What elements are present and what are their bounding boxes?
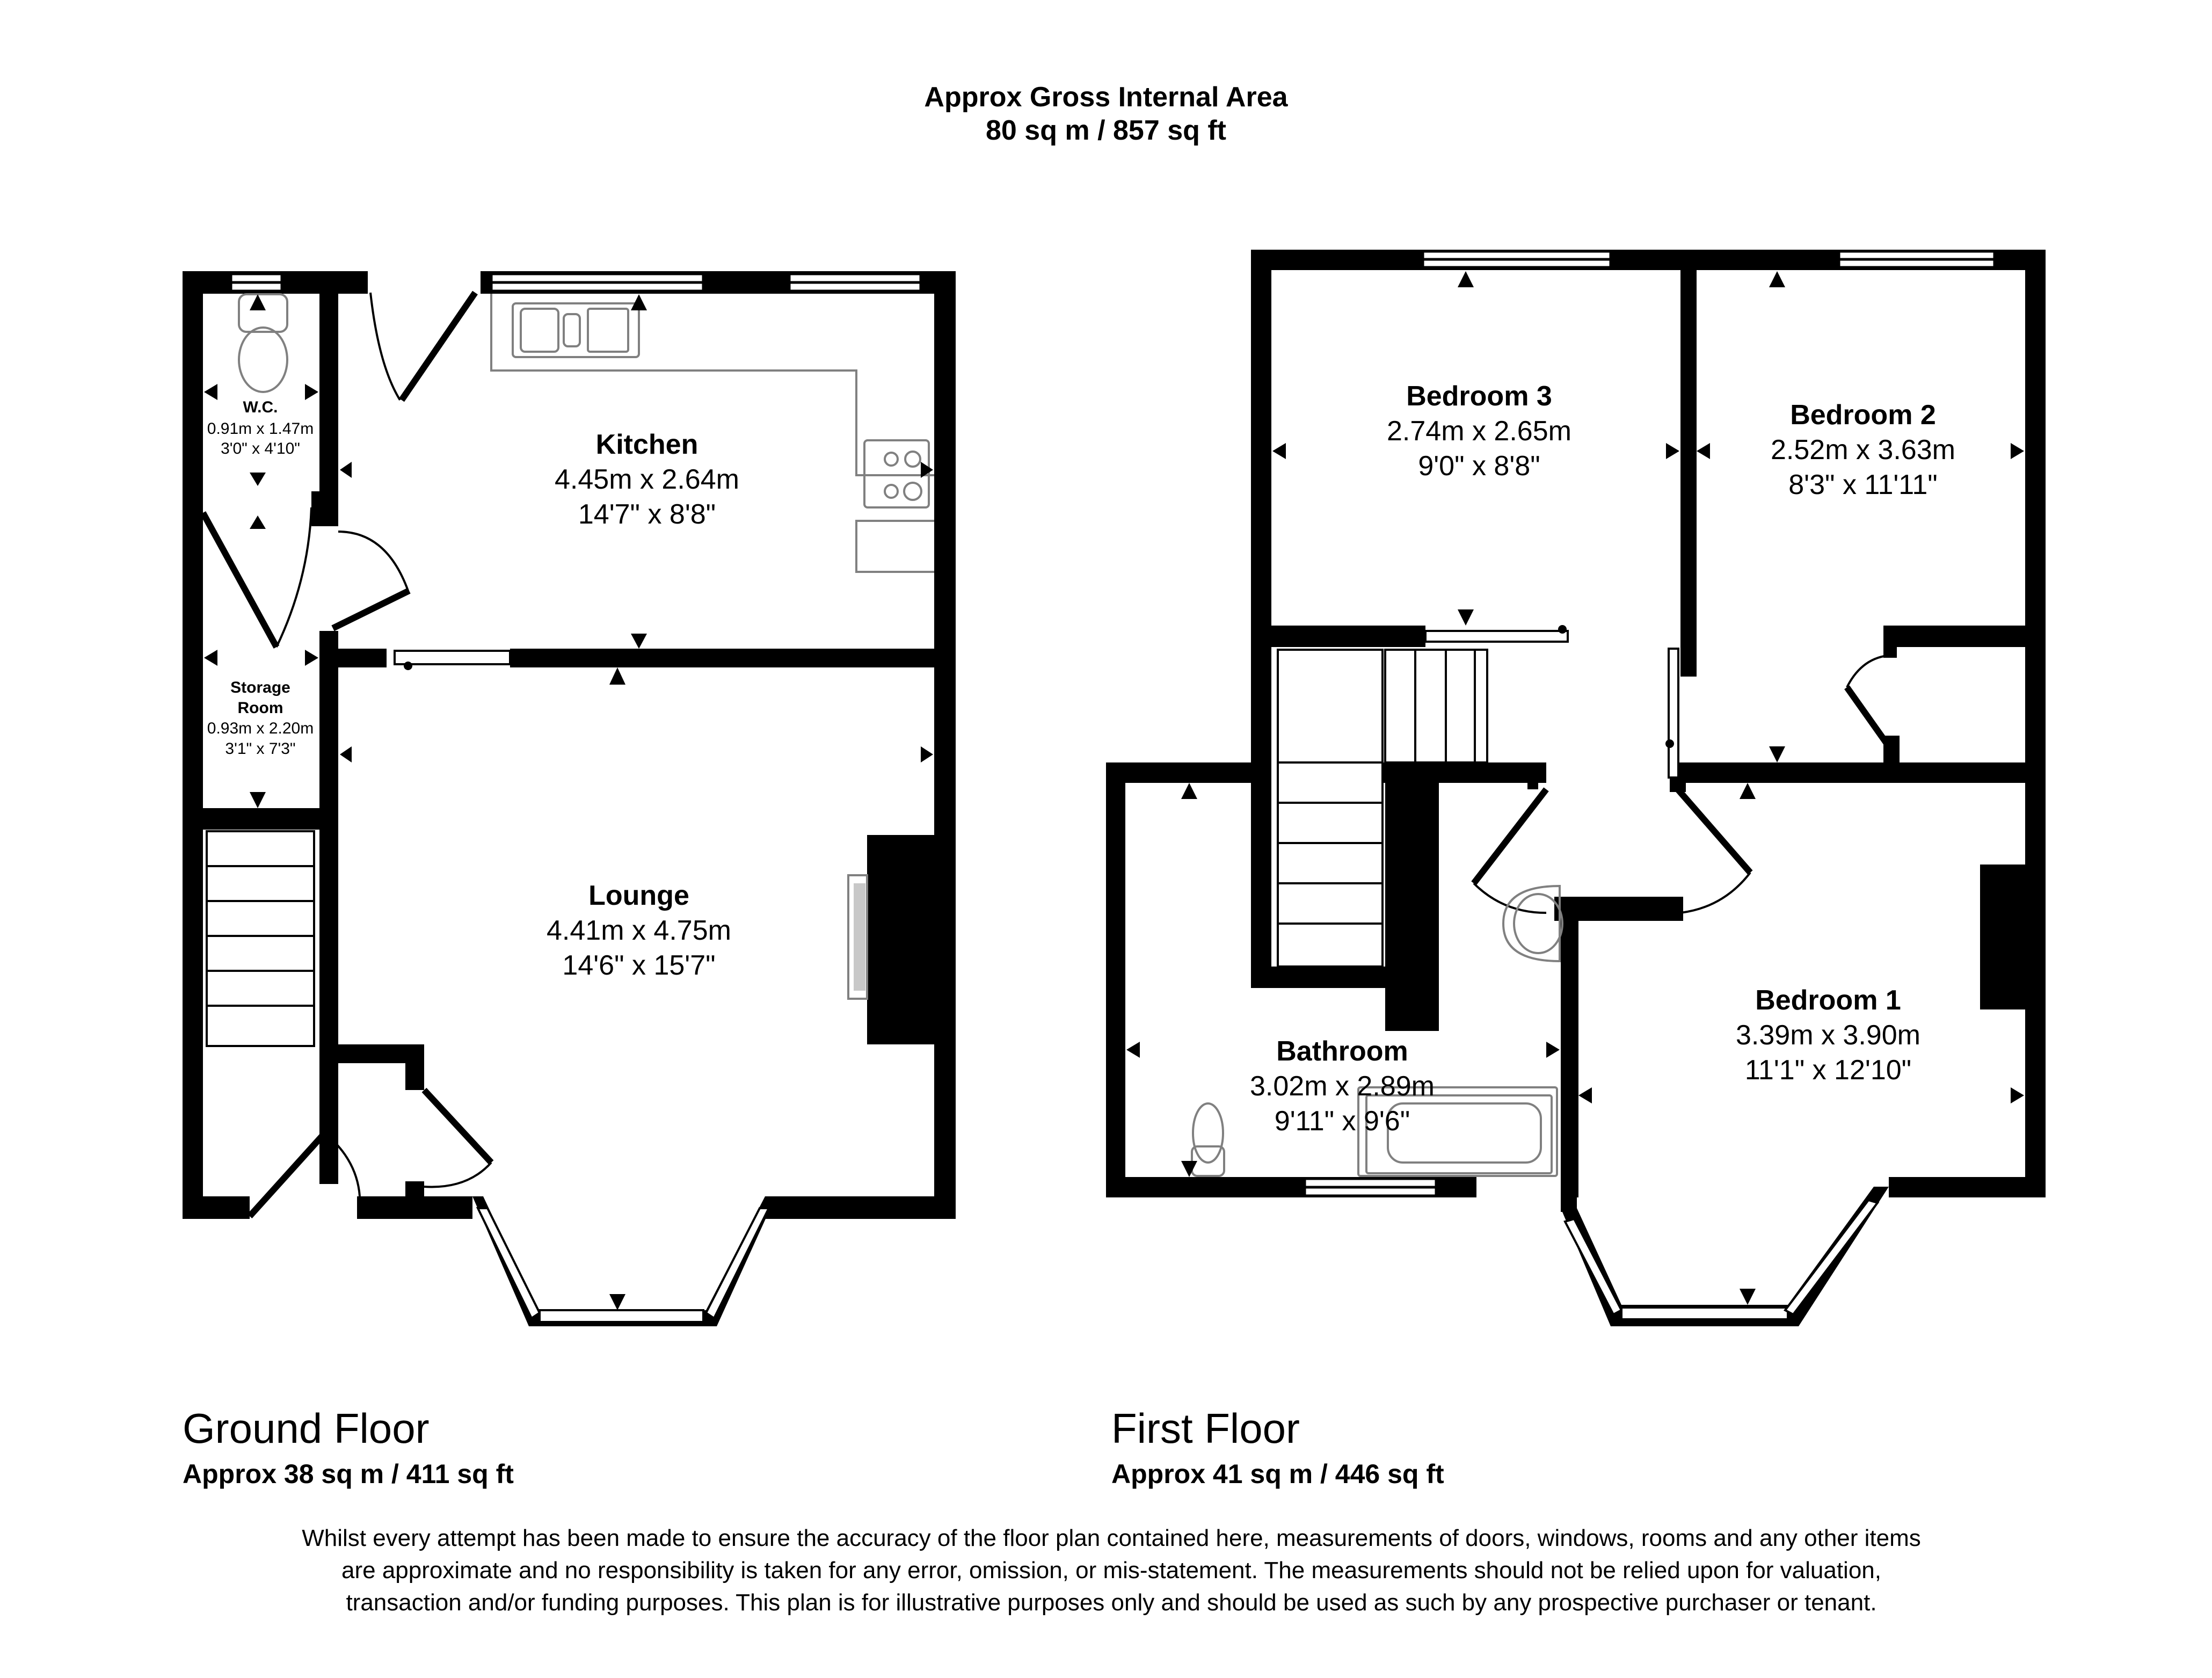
first-floor-walls bbox=[1106, 250, 2046, 1212]
svg-text:W.C.: W.C. bbox=[243, 398, 278, 416]
room-label-storage-room: Storage Room 0.93m x 2.20m 3'1" x 7'3" bbox=[207, 679, 314, 758]
first-floor-doors bbox=[1471, 654, 1896, 914]
svg-text:2.74m x 2.65m: 2.74m x 2.65m bbox=[1387, 416, 1571, 447]
ground-floor-dimension-arrows bbox=[204, 294, 933, 1310]
room-label-wc: W.C. 0.91m x 1.47m 3'0" x 4'10" bbox=[207, 398, 314, 457]
disclaimer-text: Whilst every attempt has been made to en… bbox=[302, 1525, 1921, 1616]
svg-text:Bathroom: Bathroom bbox=[1276, 1036, 1408, 1067]
ground-floor-walls bbox=[183, 271, 956, 1219]
ground-floor-fixtures bbox=[238, 293, 934, 1000]
room-label-kitchen: Kitchen 4.45m x 2.64m 14'7" x 8'8" bbox=[555, 429, 739, 530]
ground-floor-title: Ground Floor bbox=[183, 1405, 430, 1452]
svg-text:9'0" x 8'8": 9'0" x 8'8" bbox=[1418, 451, 1540, 482]
lounge-bay-window bbox=[472, 1196, 776, 1326]
ground-floor-doors bbox=[200, 290, 494, 1219]
room-label-bedroom-3: Bedroom 3 2.74m x 2.65m 9'0" x 8'8" bbox=[1387, 381, 1571, 482]
svg-text:14'7" x 8'8": 14'7" x 8'8" bbox=[578, 499, 716, 530]
bedroom1-bay-window bbox=[1561, 1187, 1889, 1326]
first-floor-title: First Floor bbox=[1111, 1405, 1300, 1452]
header-title: Approx Gross Internal Area bbox=[924, 82, 1288, 113]
svg-text:4.41m x 4.75m: 4.41m x 4.75m bbox=[547, 915, 731, 946]
first-floor-windows bbox=[1303, 250, 1996, 1197]
ground-floor-plan: W.C. 0.91m x 1.47m 3'0" x 4'10" Kitchen … bbox=[183, 271, 956, 1326]
svg-text:Lounge: Lounge bbox=[588, 880, 689, 911]
svg-text:3'1" x 7'3": 3'1" x 7'3" bbox=[225, 740, 295, 758]
header-total-area: 80 sq m / 857 sq ft bbox=[986, 115, 1226, 146]
first-floor-dimension-arrows bbox=[1126, 271, 2024, 1305]
svg-text:Kitchen: Kitchen bbox=[596, 429, 698, 460]
ground-floor-windows bbox=[229, 272, 922, 293]
svg-text:4.45m x 2.64m: 4.45m x 2.64m bbox=[555, 464, 739, 495]
first-floor-area: Approx 41 sq m / 446 sq ft bbox=[1111, 1459, 1444, 1489]
svg-text:9'11" x 9'6": 9'11" x 9'6" bbox=[1275, 1106, 1410, 1137]
svg-text:14'6" x 15'7": 14'6" x 15'7" bbox=[562, 950, 715, 981]
svg-text:Storage: Storage bbox=[230, 679, 290, 696]
svg-text:3.39m x 3.90m: 3.39m x 3.90m bbox=[1736, 1020, 1920, 1051]
room-label-bedroom-1: Bedroom 1 3.39m x 3.90m 11'1" x 12'10" bbox=[1736, 985, 1920, 1086]
first-floor-plan: Bedroom 3 2.74m x 2.65m 9'0" x 8'8" Bedr… bbox=[1106, 250, 2046, 1326]
svg-text:2.52m x 3.63m: 2.52m x 3.63m bbox=[1771, 434, 1955, 466]
svg-text:11'1" x 12'10": 11'1" x 12'10" bbox=[1745, 1055, 1911, 1086]
sliding-door bbox=[394, 650, 511, 670]
svg-text:Bedroom 1: Bedroom 1 bbox=[1755, 985, 1901, 1016]
room-label-lounge: Lounge 4.41m x 4.75m 14'6" x 15'7" bbox=[547, 880, 731, 981]
ground-floor-caption: Ground Floor Approx 38 sq m / 411 sq ft bbox=[183, 1404, 514, 1490]
gross-internal-area-header: Approx Gross Internal Area 80 sq m / 857… bbox=[0, 81, 2212, 147]
first-floor-caption: First Floor Approx 41 sq m / 446 sq ft bbox=[1111, 1404, 1444, 1490]
first-floor-sliding-doors bbox=[1424, 625, 1679, 779]
svg-text:8'3" x 11'11": 8'3" x 11'11" bbox=[1788, 469, 1937, 500]
room-label-bathroom: Bathroom 3.02m x 2.89m 9'11" x 9'6" bbox=[1250, 1036, 1435, 1137]
svg-text:Room: Room bbox=[238, 699, 283, 717]
ground-floor-stairs bbox=[206, 830, 315, 1047]
svg-text:0.91m x 1.47m: 0.91m x 1.47m bbox=[207, 420, 314, 438]
svg-text:Bedroom 3: Bedroom 3 bbox=[1406, 381, 1552, 412]
first-floor-stairs bbox=[1277, 649, 1488, 968]
svg-text:Bedroom 2: Bedroom 2 bbox=[1790, 399, 1936, 431]
svg-text:0.93m x 2.20m: 0.93m x 2.20m bbox=[207, 720, 314, 737]
ground-floor-area: Approx 38 sq m / 411 sq ft bbox=[183, 1459, 514, 1489]
svg-text:3'0" x 4'10": 3'0" x 4'10" bbox=[221, 440, 300, 457]
room-label-bedroom-2: Bedroom 2 2.52m x 3.63m 8'3" x 11'11" bbox=[1771, 399, 1955, 500]
svg-text:3.02m x 2.89m: 3.02m x 2.89m bbox=[1250, 1071, 1435, 1102]
